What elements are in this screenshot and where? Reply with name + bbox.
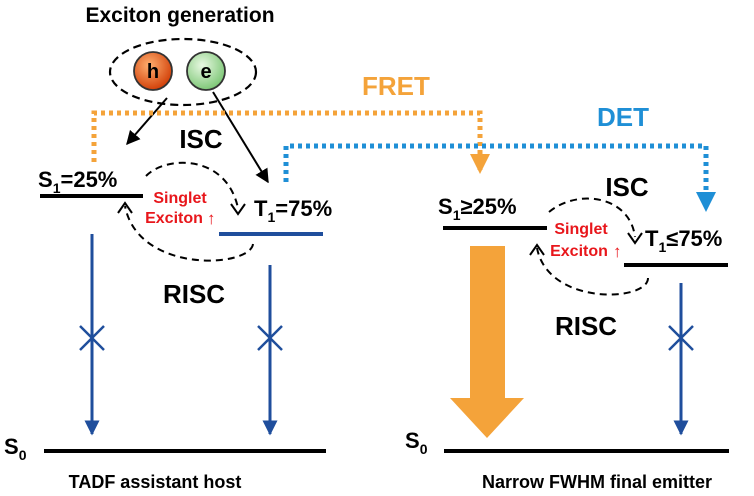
host-singlet-text: Singlet	[153, 190, 207, 207]
emitter-risc-arrowhead	[529, 243, 545, 256]
host-isc-arrowhead	[230, 203, 246, 216]
emitter-t1-cross-b	[668, 325, 694, 351]
emitter-risc-label: RISC	[555, 311, 617, 341]
electron-label: e	[200, 61, 211, 83]
host-exciton-text: Exciton	[145, 210, 203, 227]
fret-label: FRET	[362, 71, 430, 101]
host-risc-arrowhead	[117, 201, 133, 214]
emitter-t1-label: T1≤75%	[645, 226, 722, 255]
title-text: Exciton generation	[85, 4, 274, 27]
host-risc-arc	[124, 205, 254, 262]
emitter-up-arrow: ↑	[613, 242, 622, 261]
hole-particle	[133, 51, 173, 91]
exciton-ellipse	[108, 37, 258, 107]
host-s0-label: S0	[4, 434, 27, 463]
generation-arrow-triplet	[212, 91, 269, 184]
host-up-arrow: ↑	[207, 209, 216, 228]
emitter-isc-arc	[548, 197, 636, 238]
host-isc-label: ISC	[179, 124, 223, 154]
fret-path	[91, 110, 490, 174]
host-s1-label: S1=25%	[38, 167, 117, 196]
host-t1-label: T1=75%	[254, 196, 332, 225]
emitter-emission-arrow	[450, 246, 524, 438]
host-t1-cross-b	[257, 325, 283, 351]
hole-label: h	[147, 61, 159, 83]
host-s1-cross-b	[79, 325, 105, 351]
emitter-singlet-text: Singlet	[554, 221, 608, 238]
emitter-caption: Narrow FWHM final emitter	[482, 472, 712, 492]
generation-arrow-singlet	[126, 97, 168, 146]
emitter-isc-label: ISC	[605, 172, 649, 202]
det-label: DET	[597, 102, 649, 132]
emitter-exciton-text: Exciton	[550, 243, 608, 260]
electron-particle	[186, 51, 226, 91]
emitter-isc-arrowhead	[627, 232, 643, 245]
host-risc-label: RISC	[163, 279, 225, 309]
emitter-s1-label: S1≥25%	[438, 194, 517, 223]
emitter-s0-label: S0	[405, 428, 428, 457]
host-isc-arc	[145, 161, 239, 209]
det-path	[283, 143, 716, 212]
host-caption: TADF assistant host	[69, 472, 242, 492]
